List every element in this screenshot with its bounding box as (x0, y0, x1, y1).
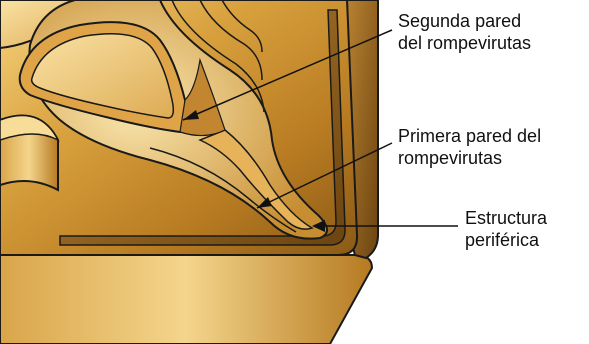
label-estructura-periferica: Estructura periférica (465, 207, 547, 251)
label-segunda-pared: Segunda pared del rompevirutas (398, 10, 531, 54)
label-primera-pared: Primera pared del rompevirutas (398, 125, 541, 169)
insert-front-face (0, 255, 372, 344)
